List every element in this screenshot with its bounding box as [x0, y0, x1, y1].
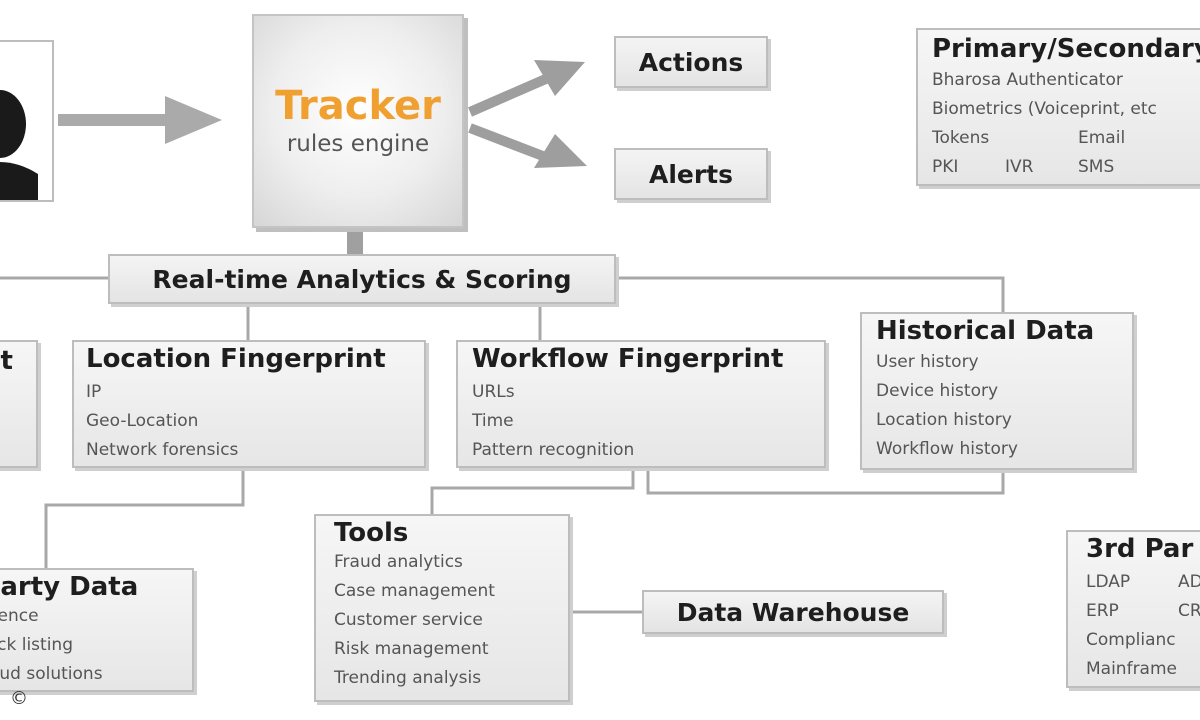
arrow-user-to-tracker [58, 96, 222, 144]
actions-box: Actions [614, 36, 768, 88]
alerts-box: Alerts [614, 148, 768, 200]
historical-data-title: Historical Data [876, 316, 1095, 346]
workflow-fingerprint-box: Workflow Fingerprint URLs Time Pattern r… [456, 340, 826, 468]
tools-item: Case management [334, 581, 495, 601]
third-party-grid-item: CR [1178, 601, 1200, 621]
link-historical-tools [646, 468, 1005, 495]
historical-item: Device history [876, 381, 999, 401]
device-fingerprint-box: nt [0, 340, 38, 468]
location-fingerprint-title: Location Fingerprint [86, 344, 386, 374]
third-party-grid-item: ERP [1086, 601, 1119, 621]
party-item: raud solutions [0, 664, 103, 684]
arrow-to-alerts-head [534, 134, 587, 168]
party-item: lack listing [0, 635, 73, 655]
workflow-item: URLs [472, 382, 515, 402]
link-workflow-tools [430, 468, 635, 514]
tools-item: Fraud analytics [334, 552, 463, 572]
historical-item: Location history [876, 410, 1012, 430]
primary-secondary-box: Primary/Secondary Bharosa Authenticator … [916, 28, 1200, 186]
link-location-party [44, 468, 245, 568]
tracker-stem [347, 228, 363, 254]
location-item: IP [86, 382, 102, 402]
third-party-box: 3rd Par LDAP AD ERP CR Complianc Mainfra… [1066, 530, 1200, 688]
tracker-rules-engine: Tracker rules engine [252, 14, 464, 228]
user-silhouette-icon [0, 90, 38, 200]
primary-secondary-title: Primary/Secondary [932, 34, 1200, 64]
third-party-grid-item: LDAP [1086, 572, 1131, 592]
tools-item: Risk management [334, 639, 489, 659]
party-data-box: Party Data igence lack listing raud solu… [0, 568, 194, 692]
tools-item: Customer service [334, 610, 483, 630]
arrow-to-actions-head [534, 60, 585, 96]
location-item: Geo-Location [86, 411, 199, 431]
link-analytics-historical [616, 276, 1005, 312]
historical-data-box: Historical Data User history Device hist… [860, 312, 1134, 470]
primary-grid-item: PKI [932, 157, 959, 177]
workflow-item: Pattern recognition [472, 440, 635, 460]
data-warehouse-box: Data Warehouse [642, 590, 944, 634]
copyright-mark: © [10, 688, 28, 709]
historical-item: Workflow history [876, 439, 1018, 459]
primary-grid-item: SMS [1078, 157, 1115, 177]
realtime-analytics-box: Real-time Analytics & Scoring [108, 254, 616, 304]
party-data-title: Party Data [0, 572, 139, 602]
location-item: Network forensics [86, 440, 239, 460]
workflow-item: Time [472, 411, 514, 431]
party-item: igence [0, 606, 39, 626]
third-party-item: Complianc [1086, 630, 1176, 650]
third-party-title: 3rd Par [1086, 534, 1194, 564]
user-box: r [0, 40, 54, 202]
location-fingerprint-box: Location Fingerprint IP Geo-Location Net… [72, 340, 426, 468]
primary-grid-item: IVR [1005, 157, 1034, 177]
tracker-subtitle: rules engine [286, 131, 430, 157]
primary-item: Bharosa Authenticator [932, 70, 1123, 90]
arrow-to-actions-shaft [468, 73, 550, 117]
primary-grid-item: Email [1078, 128, 1126, 148]
tools-box: Tools Fraud analytics Case management Cu… [314, 514, 570, 702]
primary-item: Biometrics (Voiceprint, etc [932, 99, 1157, 119]
third-party-item: Mainframe [1086, 659, 1177, 679]
workflow-fingerprint-title: Workflow Fingerprint [472, 344, 784, 374]
primary-grid-item: Tokens [932, 128, 990, 148]
third-party-grid-item: AD [1178, 572, 1200, 592]
historical-item: User history [876, 352, 979, 372]
device-fingerprint-title: nt [0, 346, 13, 376]
arrow-to-alerts-shaft [468, 123, 550, 163]
tools-title: Tools [334, 518, 409, 548]
tracker-title: Tracker [275, 83, 441, 129]
tools-item: Trending analysis [334, 668, 482, 688]
